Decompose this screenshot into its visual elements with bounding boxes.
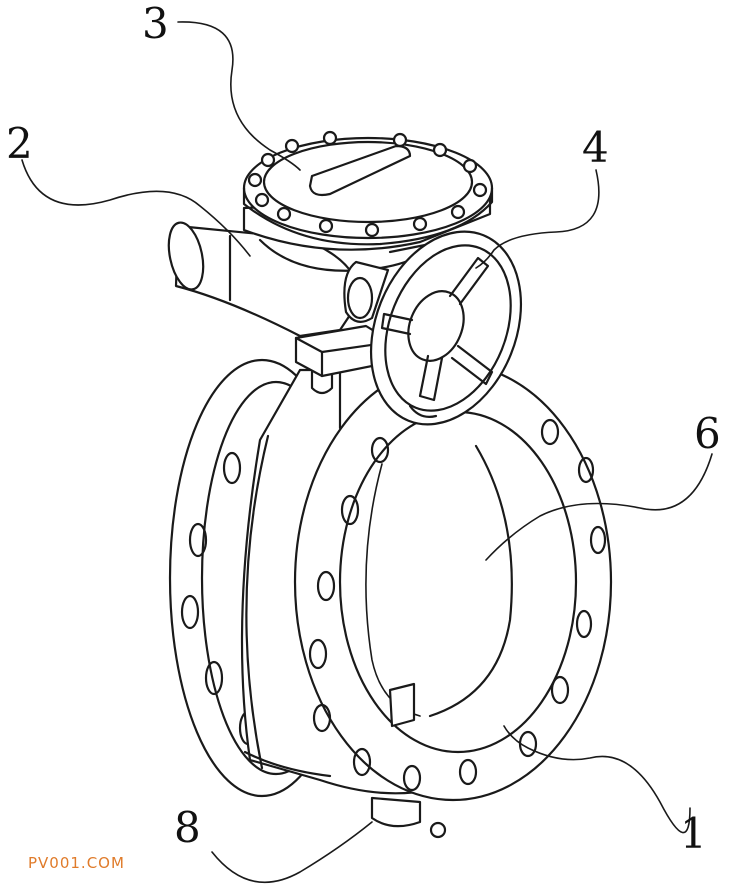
label-2: 2 — [6, 119, 33, 168]
bottom-plug — [370, 796, 447, 839]
front-flange — [293, 362, 613, 802]
leader-line-8 — [211, 821, 373, 884]
leader-line-2 — [21, 159, 251, 257]
leader-lines — [21, 21, 713, 884]
watermark-text: PV001.COM — [28, 854, 125, 872]
handwheel — [369, 230, 523, 426]
butterfly-disc — [365, 444, 513, 728]
leader-line-6 — [485, 453, 713, 561]
label-8: 8 — [174, 803, 201, 852]
cover-plate — [242, 130, 494, 246]
leader-line-1 — [503, 725, 691, 834]
leader-line-4 — [475, 169, 600, 269]
front-flange-bolt-holes — [308, 418, 607, 792]
label-1: 1 — [680, 809, 707, 858]
label-3: 3 — [142, 0, 169, 48]
part-labels: 3 2 4 6 1 8 — [6, 0, 721, 858]
leader-line-3 — [177, 21, 301, 171]
cover-bolts — [247, 130, 488, 238]
label-6: 6 — [694, 409, 721, 458]
label-4: 4 — [582, 123, 609, 172]
